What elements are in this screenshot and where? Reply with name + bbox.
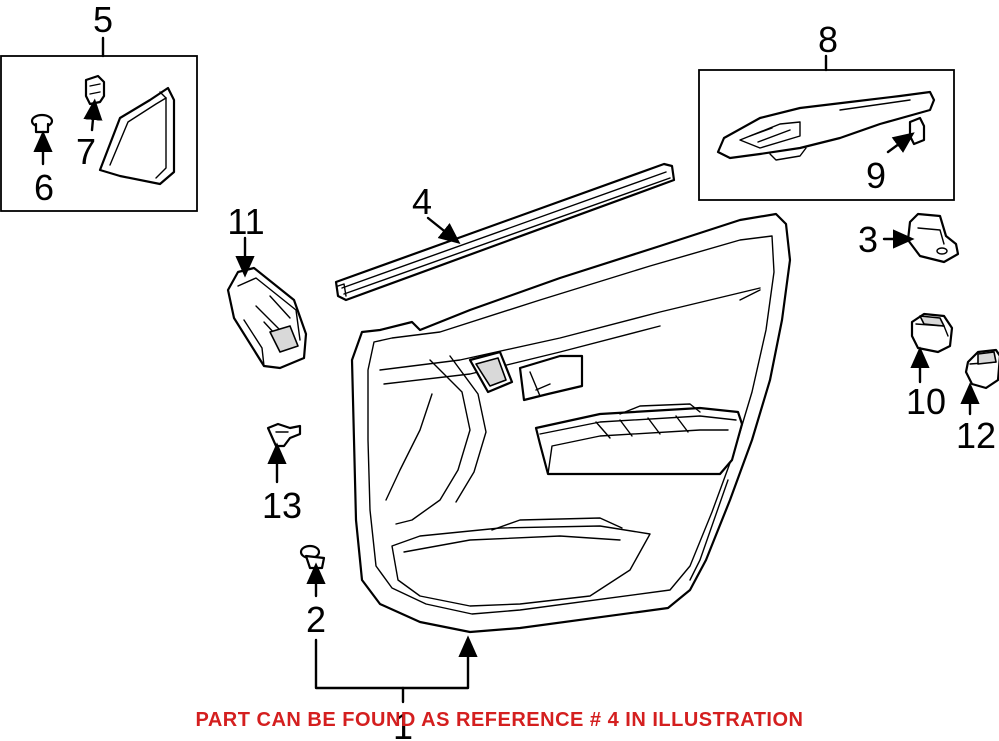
callout-5: 5 xyxy=(93,0,113,40)
switch-12-part xyxy=(960,348,999,416)
clip-13-part xyxy=(266,422,302,484)
callout-1: 1 xyxy=(393,706,413,741)
switch-bezel-part xyxy=(716,90,936,161)
leader-1 xyxy=(314,635,478,704)
callout-10: 10 xyxy=(906,381,946,422)
callout-6: 6 xyxy=(34,167,54,208)
callout-12: 12 xyxy=(956,415,996,456)
fastener-6-part xyxy=(30,113,54,166)
callout-4: 4 xyxy=(412,181,432,222)
callout-8: 8 xyxy=(818,19,838,60)
belt-moulding-part xyxy=(334,162,676,302)
group-box-5 xyxy=(0,36,198,212)
switch-10-part xyxy=(910,312,954,384)
corner-cover-part xyxy=(98,86,176,186)
door-trim-panel-part xyxy=(350,212,792,634)
fastener-2-part xyxy=(299,544,326,598)
callout-9: 9 xyxy=(866,155,886,196)
window-switch-11-part xyxy=(226,236,308,370)
callout-7: 7 xyxy=(76,131,96,172)
bracket-3-part xyxy=(882,212,960,264)
group-box-8 xyxy=(698,54,955,201)
callout-3: 3 xyxy=(858,219,878,260)
callout-2: 2 xyxy=(306,599,326,640)
callout-11: 11 xyxy=(227,201,264,242)
callout-13: 13 xyxy=(262,485,302,526)
clip-7-part xyxy=(83,74,106,132)
reference-notice: PART CAN BE FOUND AS REFERENCE # 4 IN IL… xyxy=(195,709,804,731)
clip-9-part xyxy=(886,116,926,154)
